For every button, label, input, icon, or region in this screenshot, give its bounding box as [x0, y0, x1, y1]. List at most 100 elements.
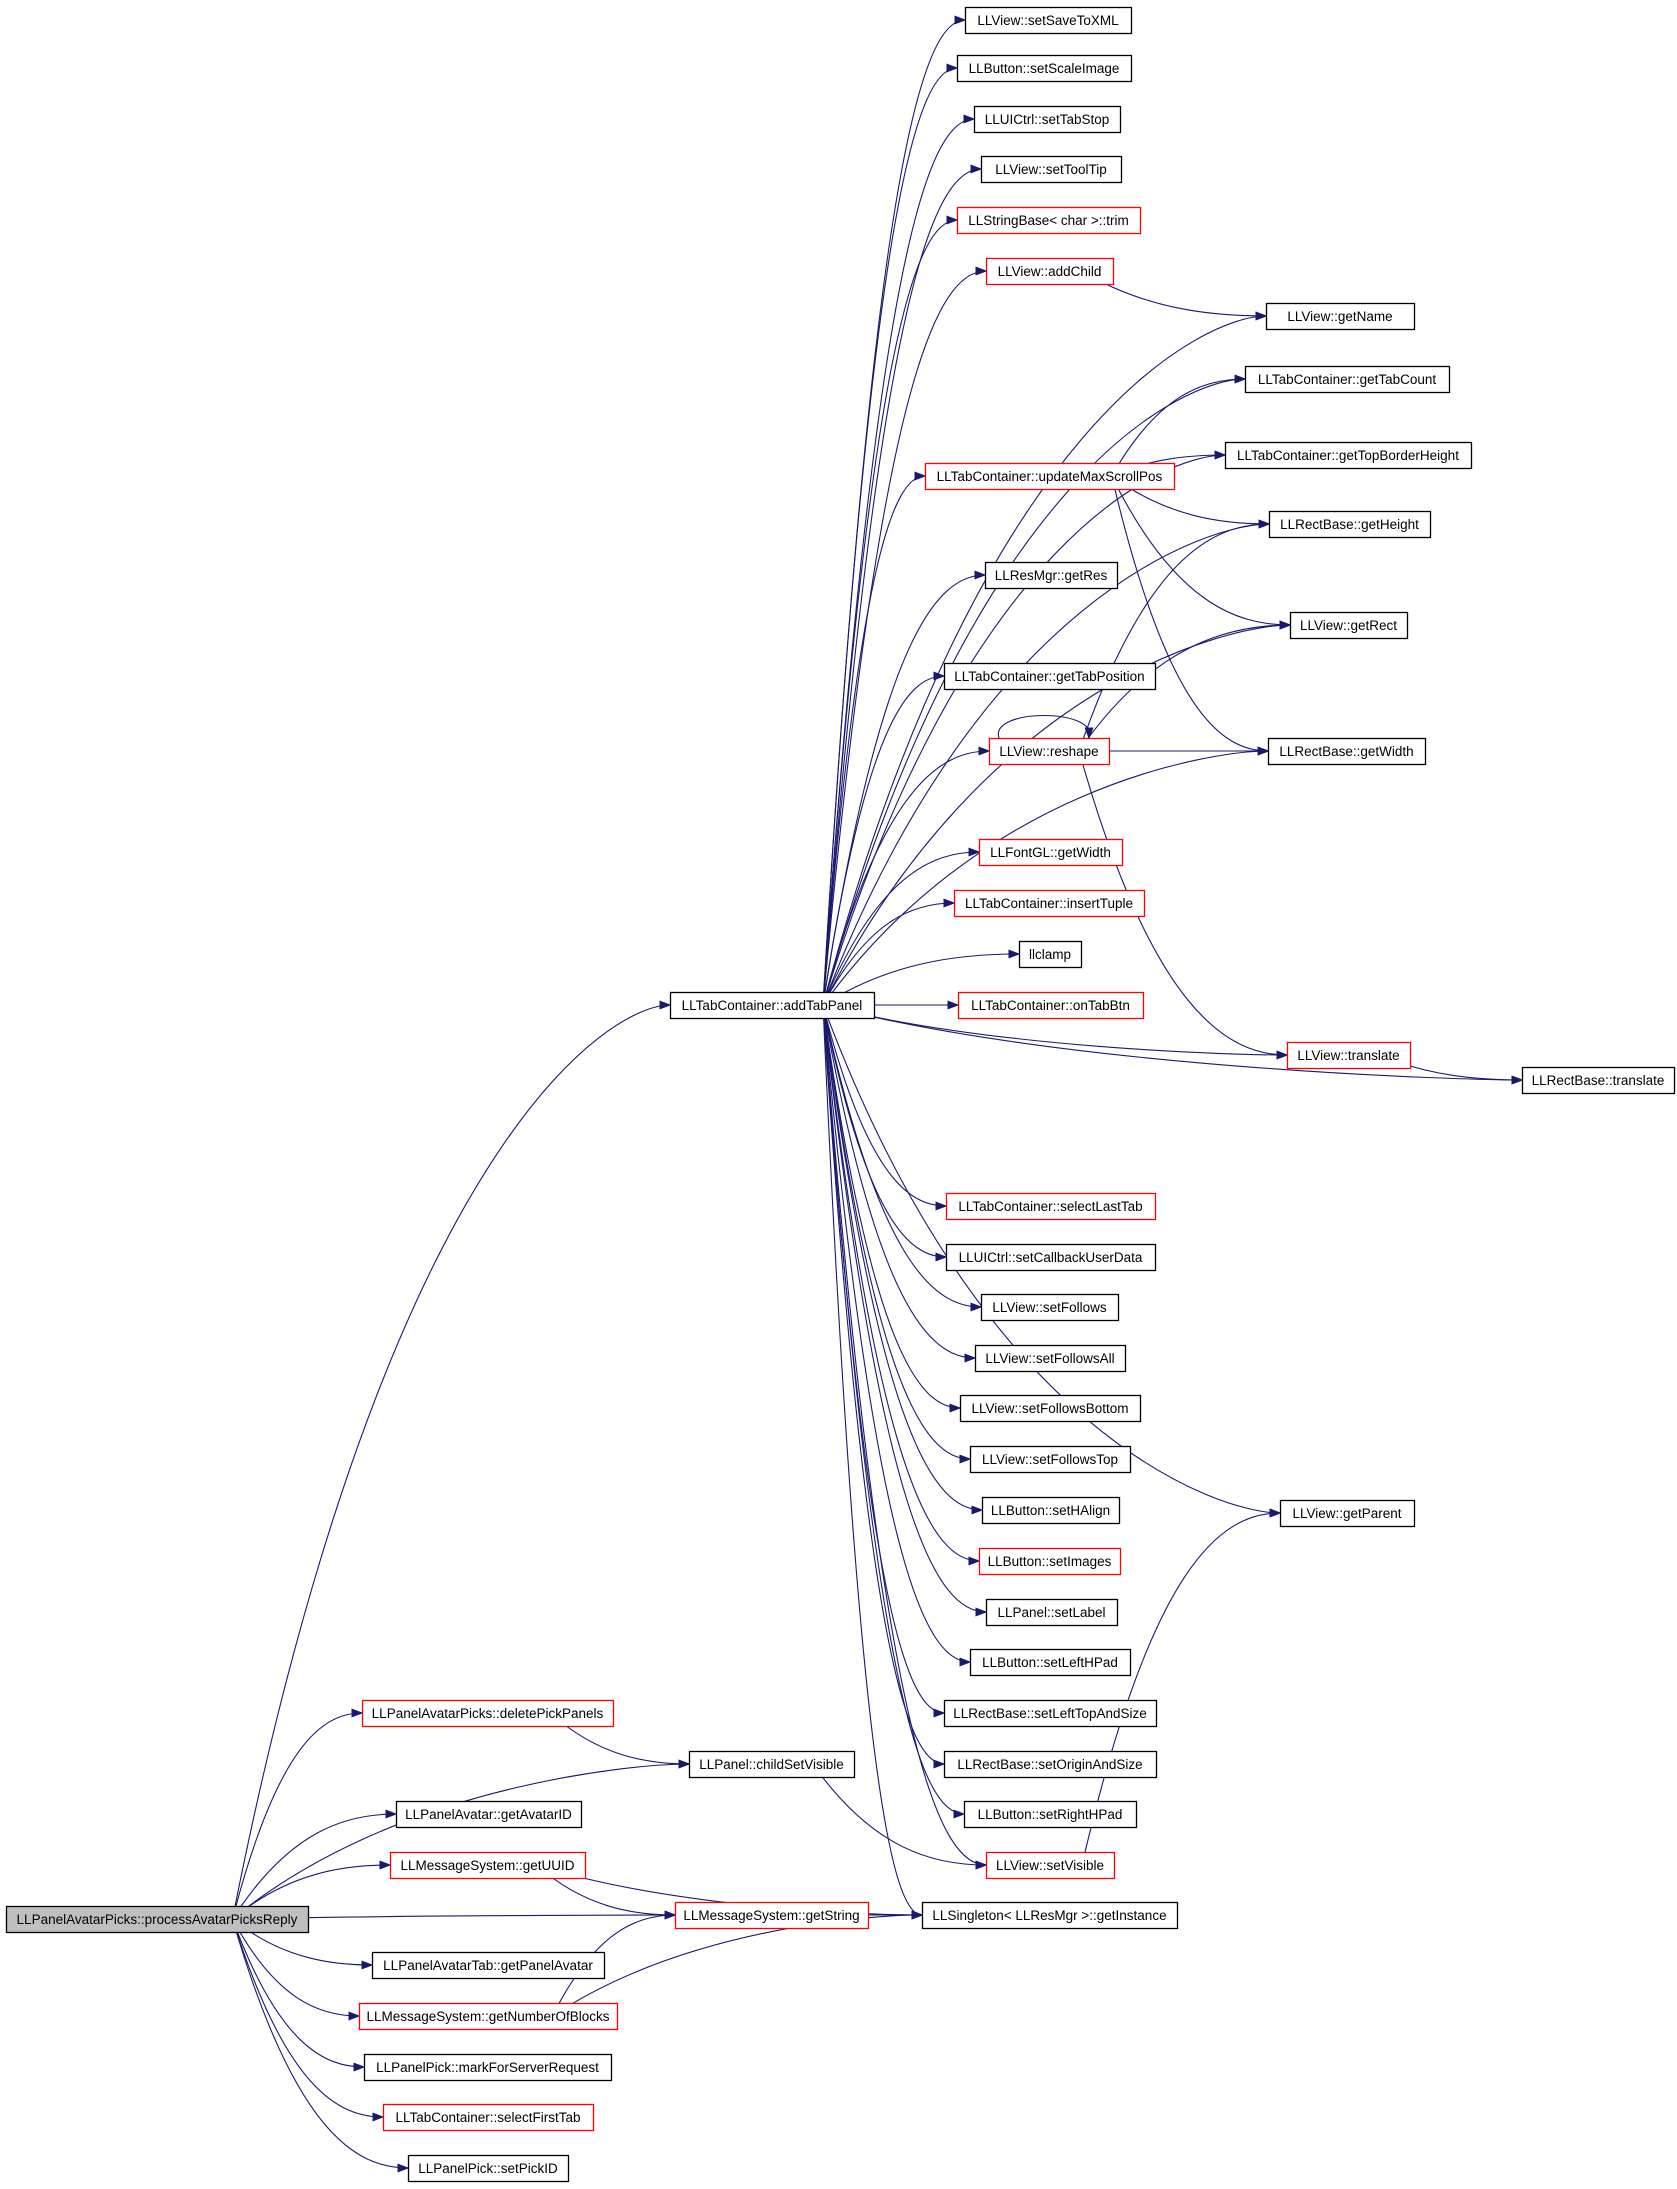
node-reshape[interactable]: LLView::reshape: [988, 737, 1111, 766]
node-getTabPosition[interactable]: LLTabContainer::getTabPosition: [943, 662, 1157, 691]
node-setPickID[interactable]: LLPanelPick::setPickID: [407, 2154, 570, 2183]
node-setSaveToXML[interactable]: LLView::setSaveToXML: [964, 6, 1133, 35]
node-getTabCount[interactable]: LLTabContainer::getTabCount: [1244, 365, 1451, 394]
node-getHeight[interactable]: LLRectBase::getHeight: [1268, 510, 1432, 539]
node-getName[interactable]: LLView::getName: [1265, 302, 1416, 331]
node-box: [974, 1344, 1127, 1373]
node-getAvatarID[interactable]: LLPanelAvatar::getAvatarID: [395, 1800, 583, 1829]
edge-root-to-markForServerRequest: [231, 1918, 365, 2068]
arrowhead: [970, 164, 983, 174]
arrowhead: [968, 1556, 981, 1566]
edge-updateMaxScrollPos-to-getRect: [1111, 475, 1291, 626]
node-label: LLPanelAvatarPicks::deletePickPanels: [372, 1706, 604, 1721]
node-box: [1018, 940, 1083, 969]
arrowhead: [397, 2163, 410, 2173]
arrowhead: [1255, 311, 1268, 321]
node-root[interactable]: LLPanelAvatarPicks::processAvatarPicksRe…: [5, 1905, 310, 1934]
node-box: [945, 1243, 1157, 1272]
node-box: [674, 1901, 870, 1930]
node-box: [1289, 611, 1409, 640]
node-setFollowsTop[interactable]: LLView::setFollowsTop: [969, 1445, 1132, 1474]
node-setCallbackUserData[interactable]: LLUICtrl::setCallbackUserData: [945, 1243, 1157, 1272]
node-getUUID[interactable]: LLMessageSystem::getUUID: [389, 1851, 587, 1880]
node-setVisible[interactable]: LLView::setVisible: [985, 1851, 1116, 1880]
node-label: LLTabContainer::selectLastTab: [958, 1199, 1142, 1214]
node-selectLastTab[interactable]: LLTabContainer::selectLastTab: [945, 1192, 1157, 1221]
node-getRes[interactable]: LLResMgr::getRes: [984, 561, 1119, 590]
node-setFollows[interactable]: LLView::setFollows: [980, 1293, 1120, 1322]
node-box: [1244, 365, 1451, 394]
node-label: LLView::setFollows: [992, 1300, 1107, 1315]
edge-addTabPanel-to-getRect: [822, 624, 1291, 1006]
node-onTabBtn[interactable]: LLTabContainer::onTabBtn: [957, 991, 1145, 1020]
arrowhead: [970, 1302, 983, 1312]
node-box: [361, 1699, 615, 1728]
arrowhead: [678, 1759, 691, 1769]
node-getInstance[interactable]: LLSingleton< LLResMgr >::getInstance: [921, 1901, 1179, 1930]
node-setScaleImage[interactable]: LLButton::setScaleImage: [956, 54, 1133, 83]
node-label: LLPanel::setLabel: [997, 1605, 1105, 1620]
arrowhead: [959, 1657, 972, 1667]
edge-childSetVisible-to-setVisible: [812, 1763, 987, 1866]
node-setToolTip[interactable]: LLView::setToolTip: [980, 155, 1123, 184]
edge-addTabPanel-to-getInstance: [822, 1004, 923, 1916]
node-deletePickPanels[interactable]: LLPanelAvatarPicks::deletePickPanels: [361, 1699, 615, 1728]
node-addTabPanel[interactable]: LLTabContainer::addTabPanel: [669, 991, 876, 1020]
node-getRect[interactable]: LLView::getRect: [1289, 611, 1409, 640]
node-label: LLMessageSystem::getUUID: [400, 1858, 574, 1873]
node-label: LLPanelAvatarPicks::processAvatarPicksRe…: [17, 1912, 298, 1927]
edge-addTabPanel-to-getRes: [822, 574, 986, 1006]
node-box: [943, 1750, 1158, 1779]
node-setImages[interactable]: LLButton::setImages: [978, 1547, 1122, 1576]
node-updateMaxScrollPos[interactable]: LLTabContainer::updateMaxScrollPos: [924, 462, 1176, 491]
edge-addTabPanel-to-setToolTip: [822, 168, 982, 1006]
arrowhead: [361, 1960, 374, 1970]
edge-updateMaxScrollPos-to-getWidthRect: [1111, 475, 1269, 752]
edge-root-to-addTabPanel: [231, 1004, 671, 1920]
node-insertTuple[interactable]: LLTabContainer::insertTuple: [953, 889, 1146, 918]
node-getNumberOfBlocks[interactable]: LLMessageSystem::getNumberOfBlocks: [358, 2002, 619, 2031]
node-setFollowsBottom[interactable]: LLView::setFollowsBottom: [959, 1394, 1142, 1423]
arrowhead: [914, 471, 927, 481]
edge-addTabPanel-to-setFollows: [822, 1004, 982, 1308]
arrowhead: [935, 1252, 948, 1262]
node-getPanelAvatar[interactable]: LLPanelAvatarTab::getPanelAvatar: [371, 1951, 606, 1980]
node-getTopBorderHeight[interactable]: LLTabContainer::getTopBorderHeight: [1224, 441, 1473, 470]
edge-updateMaxScrollPos-to-getTabCount: [1111, 378, 1246, 477]
node-addChild[interactable]: LLView::addChild: [985, 257, 1115, 286]
node-label: LLResMgr::getRes: [995, 568, 1108, 583]
node-getWidthRect[interactable]: LLRectBase::getWidth: [1267, 737, 1427, 766]
node-setFollowsAll[interactable]: LLView::setFollowsAll: [974, 1344, 1127, 1373]
arrowhead: [946, 63, 959, 73]
node-childSetVisible[interactable]: LLPanel::childSetVisible: [688, 1750, 856, 1779]
arrowhead: [1234, 374, 1247, 384]
node-setLeftTopAndSize[interactable]: LLRectBase::setLeftTopAndSize: [943, 1699, 1158, 1728]
node-label: LLButton::setLeftHPad: [982, 1655, 1118, 1670]
node-setOriginAndSize[interactable]: LLRectBase::setOriginAndSize: [943, 1750, 1158, 1779]
arrowhead: [351, 1708, 364, 1718]
node-selectFirstTab[interactable]: LLTabContainer::selectFirstTab: [382, 2103, 595, 2132]
node-rectTranslate[interactable]: LLRectBase::translate: [1521, 1066, 1676, 1095]
node-fontGetWidth[interactable]: LLFontGL::getWidth: [978, 838, 1124, 867]
node-setLabel[interactable]: LLPanel::setLabel: [985, 1598, 1119, 1627]
edge-addTabPanel-to-setLabel: [822, 1004, 987, 1613]
node-setHAlign[interactable]: LLButton::setHAlign: [981, 1496, 1121, 1525]
arrowhead: [959, 1454, 972, 1464]
node-getParent[interactable]: LLView::getParent: [1279, 1499, 1416, 1528]
edge-addTabPanel-to-selectLastTab: [822, 1004, 947, 1207]
edge-addTabPanel-to-addChild: [822, 270, 987, 1006]
node-viewTranslate[interactable]: LLView::translate: [1286, 1041, 1412, 1070]
node-setTabStop[interactable]: LLUICtrl::setTabStop: [973, 105, 1122, 134]
node-getString[interactable]: LLMessageSystem::getString: [674, 1901, 870, 1930]
node-label: LLTabContainer::addTabPanel: [682, 998, 863, 1013]
node-llclamp[interactable]: llclamp: [1018, 940, 1083, 969]
node-markForServerRequest[interactable]: LLPanelPick::markForServerRequest: [363, 2053, 613, 2082]
node-setLeftHPad[interactable]: LLButton::setLeftHPad: [969, 1648, 1132, 1677]
node-box: [943, 662, 1157, 691]
arrowhead: [971, 1505, 984, 1515]
node-trim[interactable]: LLStringBase< char >::trim: [956, 206, 1142, 235]
edge-root-to-getUUID: [232, 1864, 391, 1920]
arrowhead: [1008, 949, 1021, 959]
arrowhead: [1084, 727, 1094, 740]
node-setRightHPad[interactable]: LLButton::setRightHPad: [963, 1800, 1138, 1829]
